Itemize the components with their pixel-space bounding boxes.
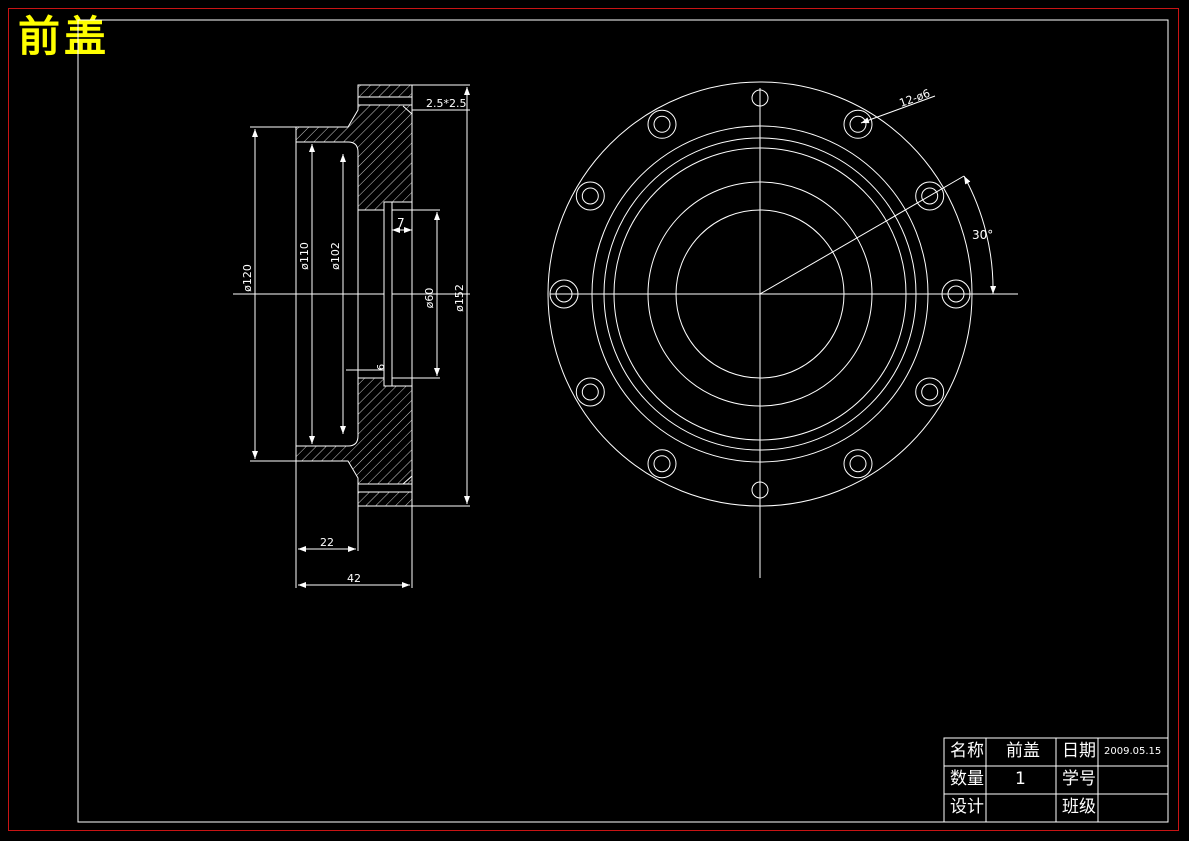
bolt-hole [751, 481, 769, 499]
bolt-hole [653, 455, 671, 473]
bolt-hole [849, 455, 867, 473]
holes-leader [860, 95, 936, 124]
date-label: 日期 [1062, 741, 1096, 761]
date-value: 2009.05.15 [1104, 746, 1162, 757]
bolt-hole [555, 285, 573, 303]
hatch-upper [295, 84, 413, 211]
dim-slot-width: 7 [397, 216, 405, 230]
bolt-hole-counterbore [575, 377, 605, 407]
dim-holes-note: 12-ø6 [898, 87, 932, 110]
dim-d60: ø60 [423, 288, 436, 309]
bolt-hole [849, 115, 867, 133]
bolt-hole-lower [357, 483, 413, 493]
bolt-hole-upper [357, 96, 413, 106]
quantity-value: 1 [1015, 769, 1026, 789]
drawing-title: 前盖 [18, 12, 111, 61]
bolt-hole [751, 89, 769, 107]
bore-circle [675, 209, 845, 379]
dim-small: 6 [376, 364, 387, 370]
bolt-hole [921, 383, 939, 401]
bolt-hole-counterbore [843, 449, 873, 479]
bolt-hole-counterbore [549, 279, 579, 309]
front-view [547, 81, 1018, 578]
bolt-hole-counterbore [647, 109, 677, 139]
seal-groove [383, 201, 393, 387]
bolt-hole [921, 187, 939, 205]
section-dimension-texts: 2.5*2.5 ø120 ø110 ø102 ø60 ø152 7 6 22 4… [241, 97, 467, 585]
bolt-hole-counterbore [941, 279, 971, 309]
angle-ref-line [759, 175, 965, 295]
dim-angle: 30° [972, 228, 993, 242]
dim-len-42: 42 [347, 572, 361, 585]
hatch-lower [295, 377, 413, 507]
title-block: 名称 前盖 日期 2009.05.15 数量 1 学号 设计 班级 [944, 738, 1168, 822]
title-block-grid [943, 737, 1169, 823]
bolt-hole-counterbore [647, 449, 677, 479]
name-label: 名称 [950, 741, 984, 761]
dim-chamfer: 2.5*2.5 [426, 97, 467, 110]
bolt-hole-counterbore [915, 377, 945, 407]
student-no-label: 学号 [1062, 769, 1096, 789]
front-annotations [860, 95, 997, 295]
outer-border [8, 8, 1179, 831]
quantity-label: 数量 [950, 769, 984, 789]
angle-arc [963, 175, 997, 295]
dim-d102: ø102 [329, 242, 342, 270]
bolt-hole [947, 285, 965, 303]
bolt-hole [581, 383, 599, 401]
dim-d152: ø152 [453, 284, 466, 312]
bolt-hole [581, 187, 599, 205]
dim-d120: ø120 [241, 264, 254, 292]
dim-len-22: 22 [320, 536, 334, 549]
designer-label: 设计 [950, 797, 984, 817]
bolt-hole [653, 115, 671, 133]
bolt-hole-counterbore [843, 109, 873, 139]
bolt-hole-counterbore [915, 181, 945, 211]
flange-outer-circle [547, 81, 973, 507]
section-outline [295, 85, 413, 506]
bolt-hole-counterbore [575, 181, 605, 211]
section-view [233, 84, 470, 588]
bolt-hole-pattern [549, 89, 971, 499]
dim-d110: ø110 [298, 242, 311, 270]
class-label: 班级 [1062, 797, 1096, 817]
name-value: 前盖 [1006, 741, 1040, 761]
inner-frame [77, 19, 1169, 823]
